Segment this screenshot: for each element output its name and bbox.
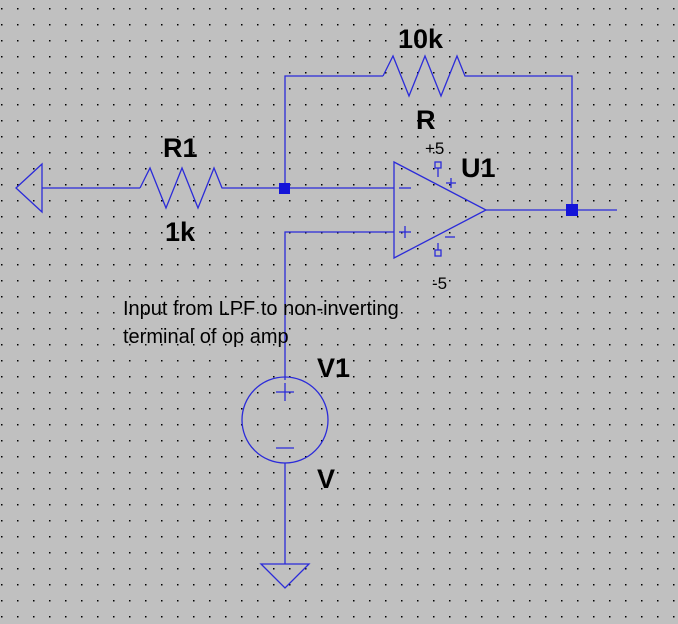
junction-inverting-node[interactable]: [279, 183, 290, 194]
source-name: V1: [317, 353, 350, 383]
opamp-vminus-label: -5: [432, 274, 447, 293]
comment-line-2: terminal of op amp: [123, 326, 289, 348]
opamp-symbol[interactable]: [393, 160, 488, 260]
opamp-vminus-terminal[interactable]: [434, 249, 442, 257]
input-resistor-symbol[interactable]: [139, 166, 230, 210]
opamp-vplus-terminal[interactable]: [434, 161, 442, 169]
input-resistor-value: 1k: [165, 217, 196, 247]
ground-icon[interactable]: [259, 563, 311, 589]
feedback-resistor-name: R: [416, 105, 436, 135]
feedback-resistor-value: 10k: [398, 24, 444, 54]
opamp-name: U1: [461, 153, 496, 183]
feedback-resistor-symbol[interactable]: [382, 54, 573, 210]
opamp-vplus-label: +5: [425, 139, 444, 158]
junction-output-node[interactable]: [566, 204, 578, 216]
source-value: V: [317, 464, 335, 494]
wire-feedback-left: [284, 75, 383, 188]
wire-noninverting-input: [284, 231, 394, 380]
comment-line-1: Input from LPF to non-inverting: [123, 298, 399, 320]
input-resistor-name: R1: [163, 133, 198, 163]
